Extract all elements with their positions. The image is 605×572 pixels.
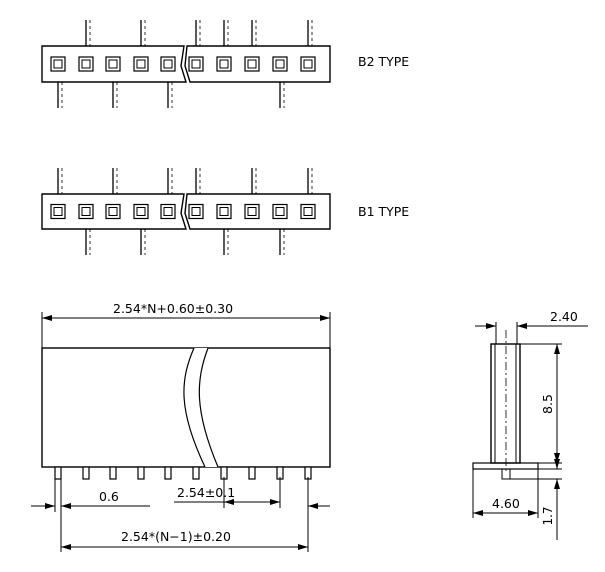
contact-cavity-outer xyxy=(160,203,176,220)
contact-cavity-outer xyxy=(133,56,149,72)
contact-cavity-inner xyxy=(108,207,118,216)
arrowhead xyxy=(61,544,71,550)
contact-cavity-outer xyxy=(105,203,121,220)
b1-type-label: B1 TYPE xyxy=(358,204,409,219)
contact-cavity-inner xyxy=(81,207,91,216)
contact-cavity-inner xyxy=(303,59,313,69)
b1-pin-leads xyxy=(57,168,313,255)
arrowhead xyxy=(517,323,527,329)
contact-cavity-outer xyxy=(216,56,232,72)
contact-cavity-inner xyxy=(163,207,173,216)
contact-cavity-outer xyxy=(188,56,204,72)
contact-cavity-outer xyxy=(216,203,232,220)
contact-cavity-inner xyxy=(108,59,118,69)
contact-cavity-outer xyxy=(272,203,288,220)
front-pin-lead xyxy=(109,466,117,480)
b2-pin-leads xyxy=(57,20,313,108)
contact-cavity-outer xyxy=(300,56,316,72)
b1-type-top-view xyxy=(41,168,331,255)
arrowhead xyxy=(61,503,71,509)
arrowhead xyxy=(486,323,496,329)
dim-side-thickness: 2.40 xyxy=(550,309,578,324)
contact-cavity-outer xyxy=(50,56,66,72)
contact-cavity-outer xyxy=(78,203,94,220)
b2-type-top-view xyxy=(41,20,331,108)
front-view: 2.54*N+0.60±0.30 0.6 2.54±0.1 2.54*(N−1)… xyxy=(31,301,331,552)
front-pin-lead xyxy=(82,466,90,480)
contact-cavity-outer xyxy=(272,56,288,72)
b2-type-label: B2 TYPE xyxy=(358,54,409,69)
contact-cavity-inner xyxy=(247,59,257,69)
side-pin-lead xyxy=(501,468,511,480)
dim-pin-span: 2.54*(N−1)±0.20 xyxy=(121,529,231,544)
b2-contact-cavities xyxy=(50,56,316,72)
side-foot-flange xyxy=(472,462,539,470)
front-pin-lead xyxy=(164,466,172,480)
contact-cavity-inner xyxy=(53,207,63,216)
arrowhead xyxy=(45,503,55,509)
break-gap-fill xyxy=(183,348,218,467)
contact-cavity-inner xyxy=(136,59,146,69)
dim-overall-length: 2.54*N+0.60±0.30 xyxy=(113,301,233,316)
b1-contact-cavities xyxy=(50,203,316,220)
arrowhead xyxy=(473,510,483,516)
contact-cavity-inner xyxy=(303,207,313,216)
contact-cavity-outer xyxy=(133,203,149,220)
front-housing-outline xyxy=(41,347,331,468)
dim-pin-length: 1.7 xyxy=(541,506,555,525)
contact-cavity-outer xyxy=(244,56,260,72)
contact-cavity-outer xyxy=(188,203,204,220)
contact-cavity-inner xyxy=(191,59,201,69)
arrowhead xyxy=(224,499,234,505)
arrowhead xyxy=(270,499,280,505)
contact-cavity-outer xyxy=(50,203,66,220)
front-pin-leads xyxy=(54,466,312,480)
contact-cavity-inner xyxy=(136,207,146,216)
contact-cavity-inner xyxy=(163,59,173,69)
contact-cavity-inner xyxy=(191,207,201,216)
dim-pitch: 2.54±0.1 xyxy=(177,485,235,500)
side-view: 2.40 8.5 4.60 1.7 xyxy=(472,309,588,540)
arrowhead xyxy=(42,315,52,321)
contact-cavity-inner xyxy=(81,59,91,69)
arrowhead xyxy=(308,503,318,509)
contact-cavity-outer xyxy=(78,56,94,72)
front-pin-lead xyxy=(137,466,145,480)
arrowhead xyxy=(554,479,560,489)
contact-cavity-outer xyxy=(300,203,316,220)
contact-cavity-outer xyxy=(160,56,176,72)
arrowhead xyxy=(320,315,330,321)
contact-cavity-inner xyxy=(247,207,257,216)
break-line-left xyxy=(183,347,206,468)
arrowhead xyxy=(528,510,538,516)
front-pin-lead xyxy=(54,466,62,480)
arrowhead xyxy=(554,459,560,469)
dim-foot-width: 4.60 xyxy=(492,496,520,511)
contact-cavity-inner xyxy=(53,59,63,69)
contact-cavity-outer xyxy=(244,203,260,220)
contact-cavity-inner xyxy=(219,207,229,216)
front-pin-lead xyxy=(192,466,200,480)
contact-cavity-inner xyxy=(275,207,285,216)
dim-pin-width: 0.6 xyxy=(99,489,119,504)
contact-cavity-inner xyxy=(275,59,285,69)
front-pin-lead xyxy=(248,466,256,480)
dim-body-height: 8.5 xyxy=(540,394,555,414)
break-line-right xyxy=(198,347,219,468)
arrowhead xyxy=(298,544,308,550)
contact-cavity-inner xyxy=(219,59,229,69)
contact-cavity-outer xyxy=(105,56,121,72)
arrowhead xyxy=(554,344,560,354)
